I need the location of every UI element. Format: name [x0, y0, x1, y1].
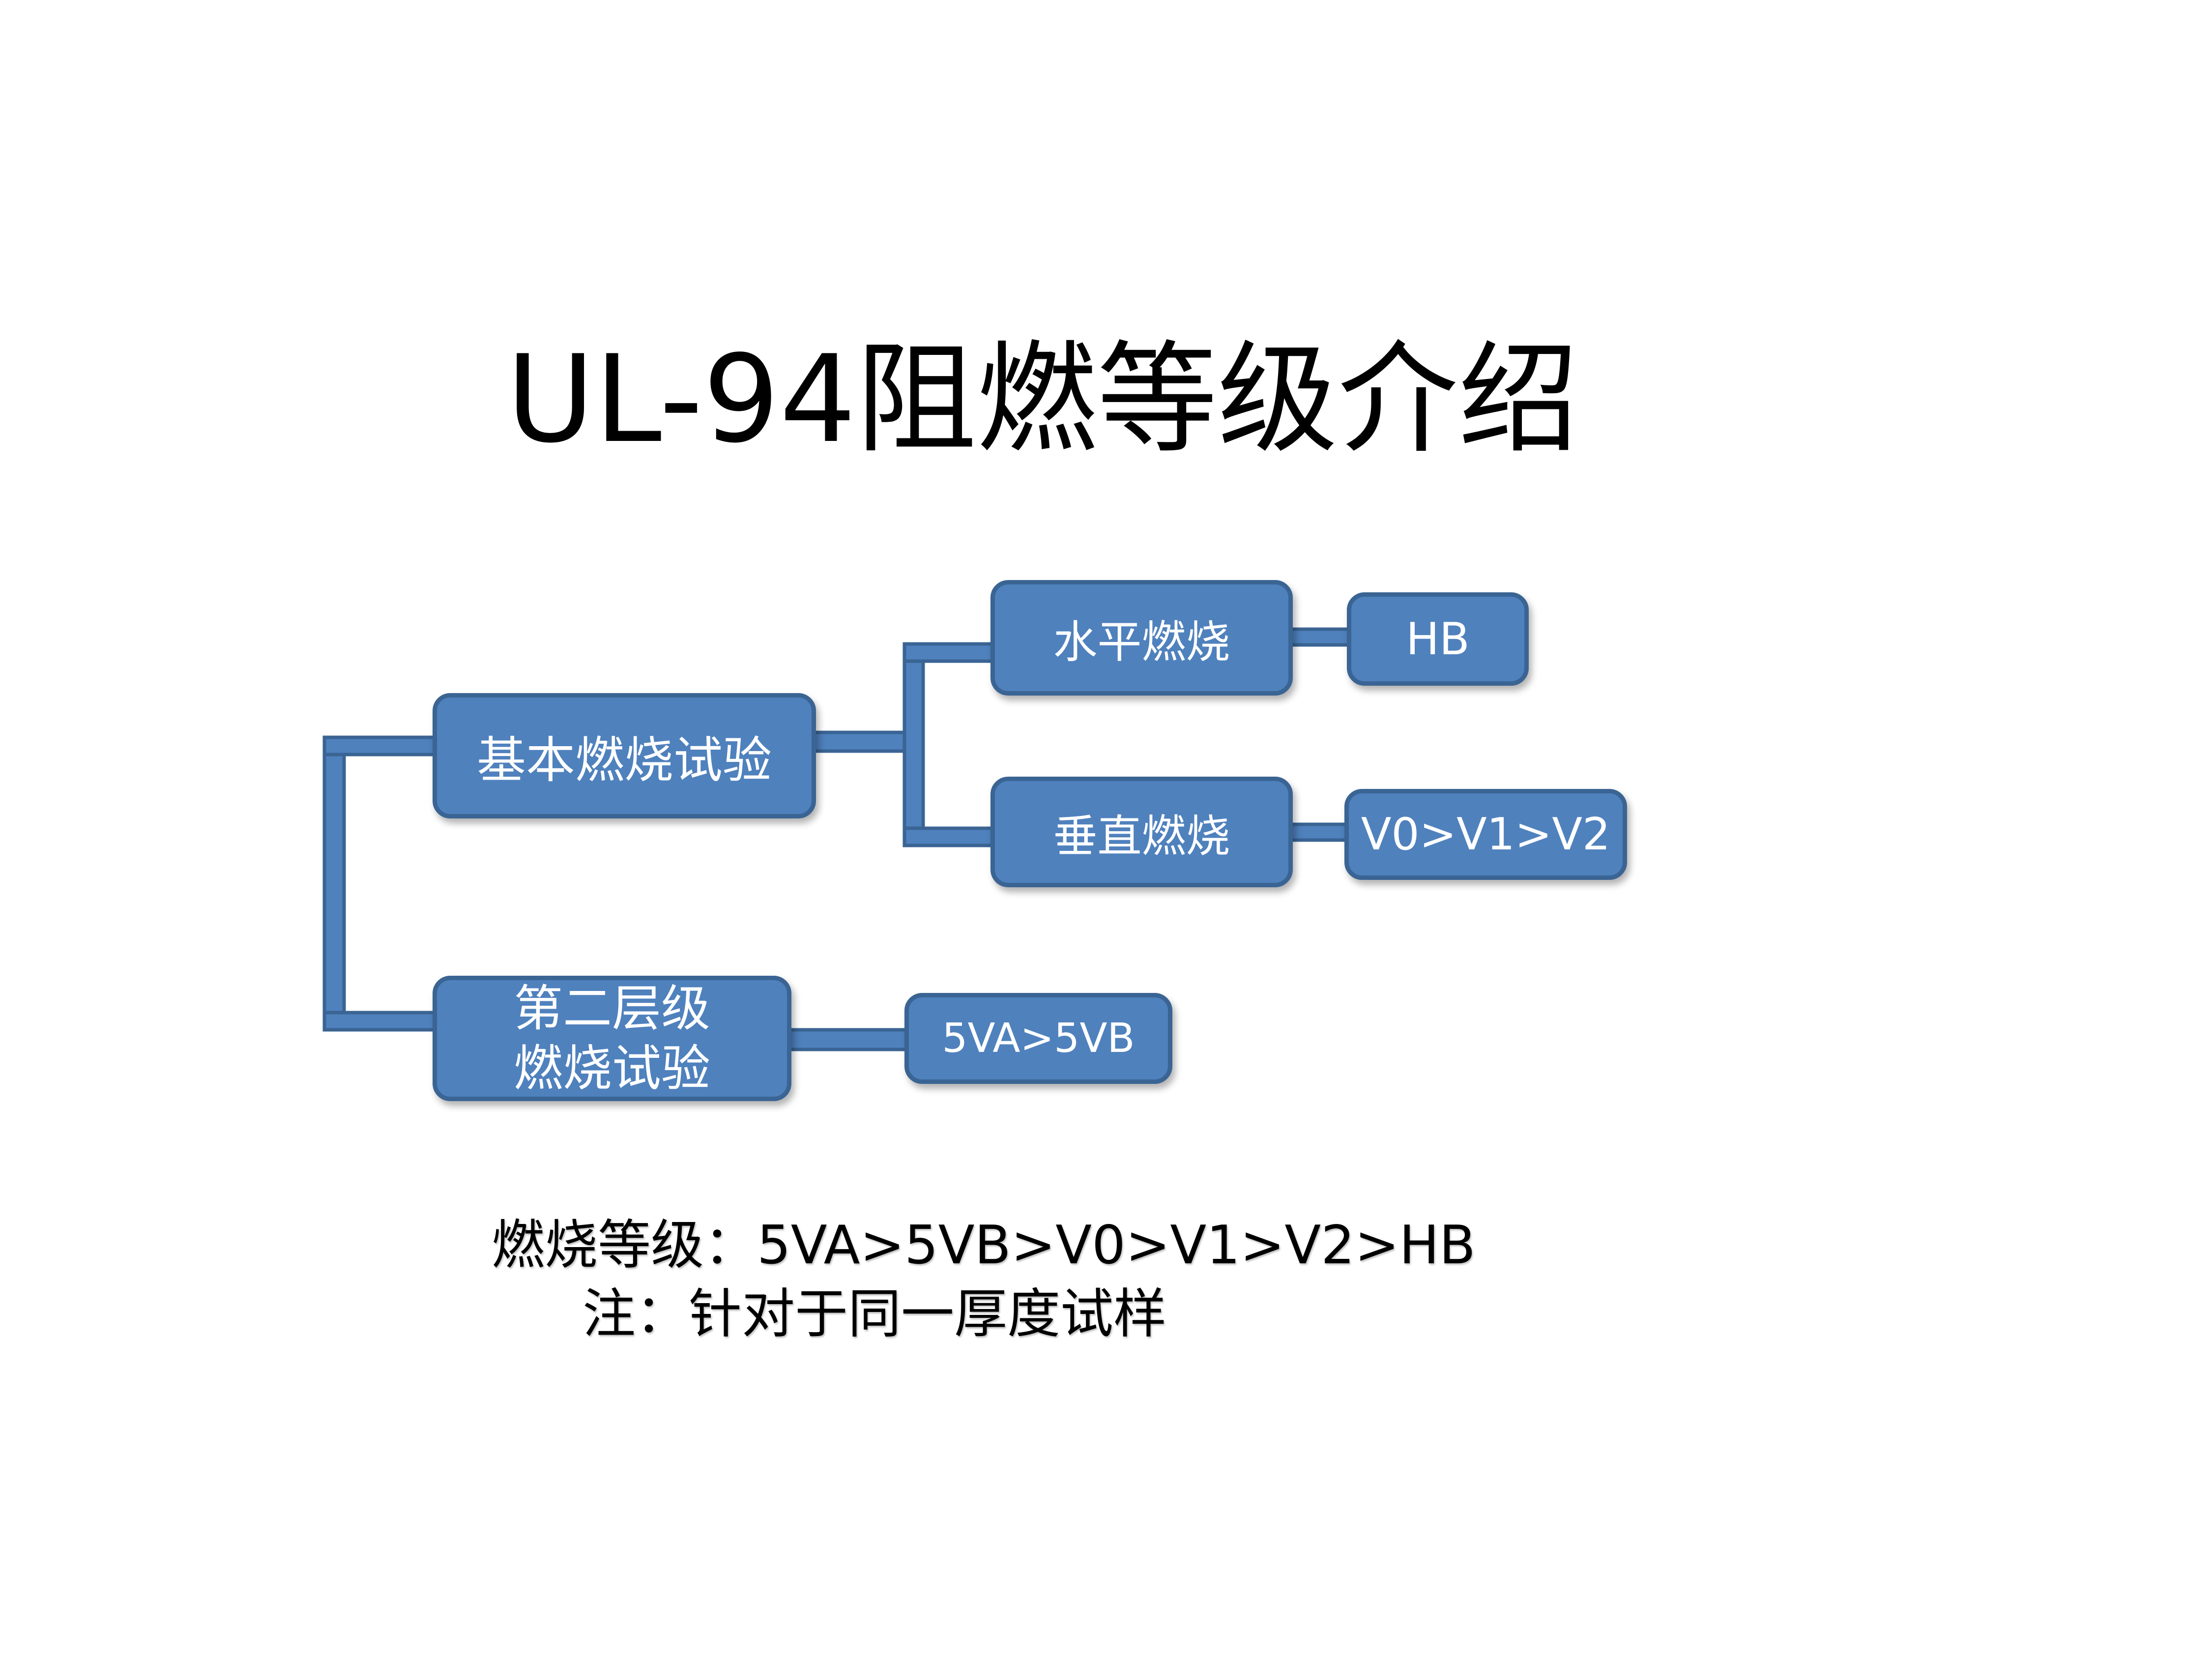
connector-left-to-second [322, 1011, 439, 1032]
node-basic-burn-test: 基本燃烧试验 [433, 693, 816, 818]
node-hb: HB [1347, 592, 1529, 686]
node-v-grades: V0>V1>V2 [1344, 789, 1627, 880]
connector-vertical-to-vgrades [1288, 822, 1349, 842]
connector-branch-to-vertical [902, 826, 995, 847]
connector-left-to-basic [322, 735, 439, 757]
page-title: UL-94阻燃等级介绍 [506, 329, 1579, 469]
node-second-level-burn-test: 第二层级 燃烧试验 [433, 976, 791, 1101]
connector-horizontal-to-hb [1288, 627, 1351, 647]
connector-branch-trunk [902, 642, 925, 847]
node-5va-5vb: 5VA>5VB [904, 993, 1172, 1084]
node-horizontal-burn: 水平燃烧 [990, 580, 1293, 696]
thickness-note: 注：针对于同一厚度试样 [582, 1283, 1167, 1345]
connector-trunk-left [322, 735, 346, 1029]
burn-grade-ranking: 燃烧等级：5VA>5VB>V0>V1>V2>HB [492, 1215, 1476, 1276]
connector-branch-to-horizontal [902, 642, 995, 663]
node-vertical-burn: 垂直燃烧 [990, 777, 1293, 887]
connector-second-to-5va [787, 1028, 909, 1051]
connector-basic-to-branch [812, 730, 914, 753]
